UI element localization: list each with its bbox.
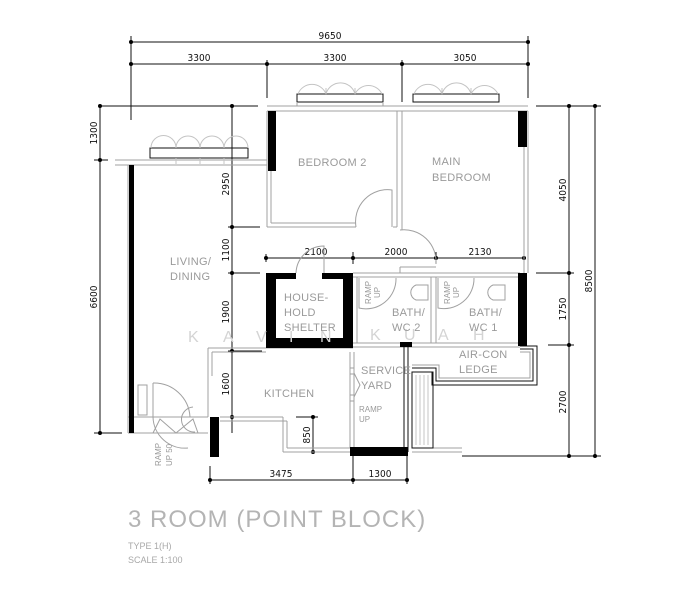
svg-text:UP 50: UP 50 xyxy=(165,443,174,466)
dim-bottom-1300: 1300 xyxy=(369,469,392,480)
label-bath1-line1: BATH/ xyxy=(469,307,503,319)
dim-top-3: 3050 xyxy=(454,53,477,64)
label-main-bedroom-line2: BEDROOM xyxy=(432,172,491,184)
dim-right-4050: 4050 xyxy=(558,178,569,201)
dim-top-2: 3300 xyxy=(324,53,347,64)
label-living-line1: LIVING/ xyxy=(170,256,212,268)
svg-text:RAMP: RAMP xyxy=(443,281,452,304)
window-main-bedroom xyxy=(412,82,500,103)
svg-text:K: K xyxy=(370,327,381,344)
label-aircon-line2: LEDGE xyxy=(459,364,498,376)
thin-walls xyxy=(115,105,538,453)
dim-kitchen-850: 850 xyxy=(302,426,313,443)
svg-text:V: V xyxy=(256,329,267,346)
plan-title: 3 ROOM (POINT BLOCK) xyxy=(128,506,426,533)
dim-inner-1900: 1900 xyxy=(221,300,232,323)
svg-text:N: N xyxy=(320,329,332,346)
dim-top-total: 9650 xyxy=(319,31,342,42)
svg-text:K: K xyxy=(188,329,199,346)
label-aircon-line1: AIR-CON xyxy=(459,349,508,361)
dim-mid-2130: 2130 xyxy=(469,247,492,258)
label-kitchen: KITCHEN xyxy=(264,388,314,400)
room-labels: BEDROOM 2 MAIN BEDROOM LIVING/ DINING HO… xyxy=(170,156,508,400)
ramp-annotations: RAMP UP RAMP UP RAMP UP RAMP UP 50 xyxy=(154,281,461,466)
dim-mid-2000: 2000 xyxy=(385,247,408,258)
label-shelter-line3: SHELTER xyxy=(284,322,336,334)
svg-text:A: A xyxy=(223,329,234,346)
svg-text:U: U xyxy=(404,327,416,344)
dim-inner-2950: 2950 xyxy=(221,172,232,195)
label-shelter-line2: HOLD xyxy=(284,307,316,319)
doors xyxy=(137,189,506,449)
svg-text:UP: UP xyxy=(452,287,461,298)
dim-inner-1100: 1100 xyxy=(221,238,232,261)
svg-text:H: H xyxy=(473,327,485,344)
label-service-line2: YARD xyxy=(361,380,392,392)
dim-right-1750: 1750 xyxy=(558,297,569,320)
svg-text:UP: UP xyxy=(359,415,370,424)
plan-scale: SCALE 1:100 xyxy=(128,555,183,565)
label-living-line2: DINING xyxy=(170,271,210,283)
label-main-bedroom-line1: MAIN xyxy=(432,156,461,168)
dim-top-1: 3300 xyxy=(188,53,211,64)
svg-text:UP: UP xyxy=(373,287,382,298)
svg-text:I: I xyxy=(289,329,293,346)
plan-type: TYPE 1(H) xyxy=(128,541,172,551)
window-living xyxy=(149,135,249,164)
label-shelter-line1: HOUSE- xyxy=(284,292,329,304)
dim-mid-2100: 2100 xyxy=(305,247,328,258)
dim-right-2700: 2700 xyxy=(558,390,569,413)
dim-right-8500: 8500 xyxy=(584,269,595,292)
svg-text:A: A xyxy=(438,327,449,344)
label-service-line1: SERVICE xyxy=(361,365,411,377)
dim-left-6600: 6600 xyxy=(89,285,100,308)
dim-bottom-3475: 3475 xyxy=(270,469,293,480)
svg-text:RAMP: RAMP xyxy=(359,405,382,414)
dim-inner-1600: 1600 xyxy=(221,372,232,395)
svg-text:RAMP: RAMP xyxy=(154,443,163,466)
dim-left-1300: 1300 xyxy=(89,121,100,144)
structural-columns xyxy=(129,111,527,457)
label-bath1-line2: WC 1 xyxy=(469,322,498,334)
title-block: 3 ROOM (POINT BLOCK) TYPE 1(H) SCALE 1:1… xyxy=(128,506,426,565)
label-bath2-line1: BATH/ xyxy=(392,307,426,319)
svg-text:RAMP: RAMP xyxy=(364,281,373,304)
label-bath2-line2: WC 2 xyxy=(392,322,421,334)
watermark: K A V I N K U A H xyxy=(188,327,485,346)
label-bedroom-2: BEDROOM 2 xyxy=(298,157,367,169)
window-bedroom-2 xyxy=(296,82,384,106)
